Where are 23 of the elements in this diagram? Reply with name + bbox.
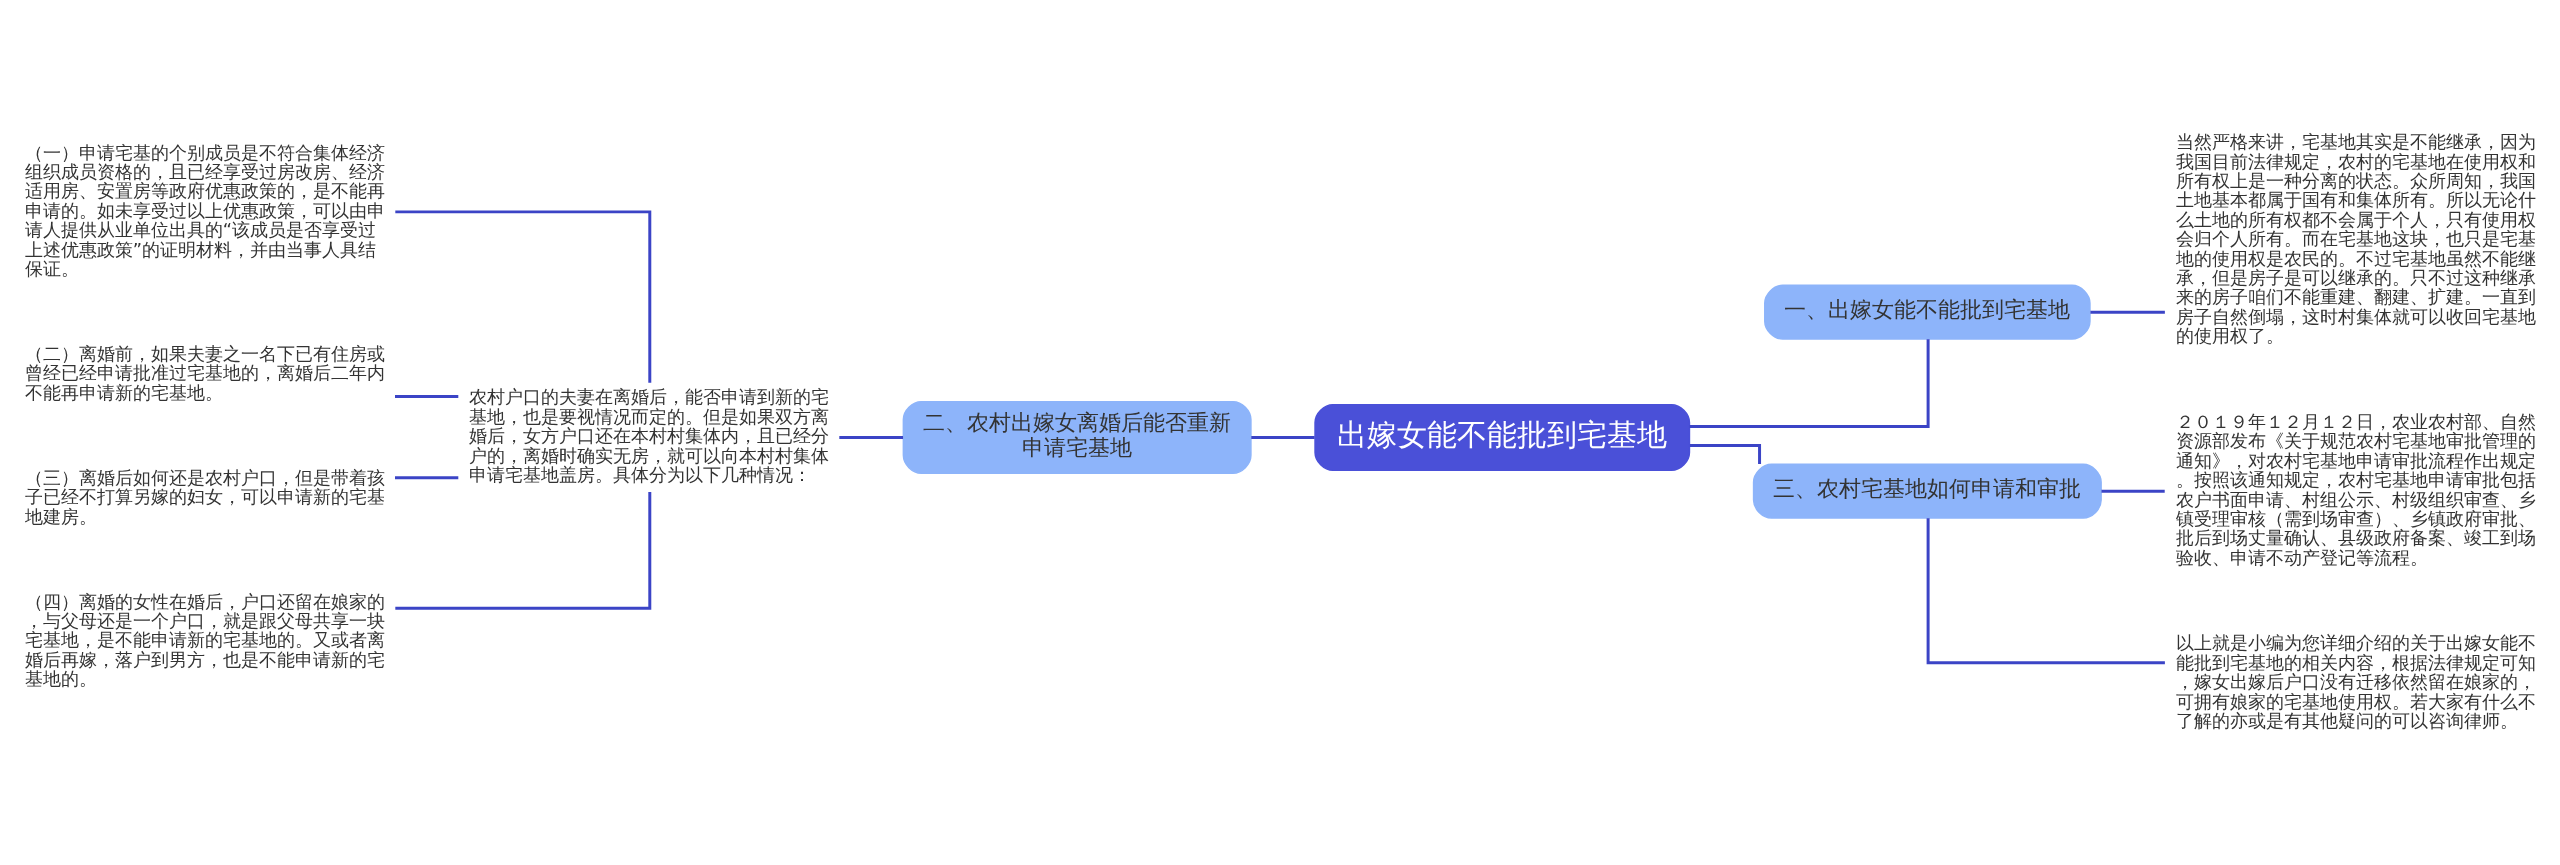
node-text: 当然严格来讲，宅基地其实是不能继承，因为我国目前法律规定，农村的宅基地在使用权和所有权上是一种分离的状态。众所周知，我国土地基本都属于国有和集体所有。所以无论什么土地的所有权都不会属于个人，只有使用权会归个人所有。而在宅基地这块，也只是宅基地的使用权是农民的。不过宅基地虽然不能继承，但是房子是可以继承的。只不过这种继承来的房子咱们不能重建、翻建、扩建。一直到房子自然倒塌，这时村集体就可以收回宅基地的使用权了。 [2175,130,2536,346]
node-text: （三）离婚后如何还是农村户口，但是带着孩子已经不打算另嫁的妇女，可以申请新的宅基地建房。 [24,466,385,527]
node-text: ２０１９年１２月１２日，农业农村部、自然资源部发布《关于规范农村宅基地审批管理的通知》，对农村宅基地申请审批流程作出规定。按照该通知规定，农村宅基地申请审批包括农户书面申请、村组公示、村级组织审查、乡镇受理审核（需到场审查）、乡镇政府审批、批后到场丈量确认、县级政府备案、竣工到场验收、申请不动产登记等流程。 [2175,410,2536,568]
connector [1926,517,2165,664]
connector [395,394,459,398]
connector [2090,310,2165,314]
node-text: （二）离婚前，如果夫妻之一名下已有住房或曾经已经申请批准过宅基地的，离婚后二年内不能再申请新的宅基地。 [24,342,385,403]
connector [395,491,652,610]
connector [395,475,459,479]
connector [2101,489,2165,493]
node-box: 二、农村出嫁女离婚后能否重新申请宅基地 [902,400,1252,474]
connector [1251,435,1315,439]
connector [1689,338,1930,428]
node-box: 一、出嫁女能不能批到宅基地 [1764,284,2091,340]
connector [1689,443,1762,464]
node-text: 以上就是小编为您详细介绍的关于出嫁女能不能批到宅基地的相关内容，根据法律规定可知，嫁女出嫁后户口没有迁移依然留在娘家的，可拥有娘家的宅基地使用权。若大家有什么不了解的亦或是有其他疑问的可以咨询律师。 [2175,631,2536,731]
node-text: （一）申请宅基的个别成员是不符合集体经济组织成员资格的，且已经享受过房改房、经济适用房、安置房等政府优惠政策的，是不能再申请的。如未享受过以上优惠政策，可以由申请人提供从业单位出具的“该成员是否享受过上述优惠政策”的证明材料，并由当事人具结保证。 [24,141,385,279]
node-box: 三、农村宅基地如何申请和审批 [1752,463,2102,519]
node-text: 农村户口的夫妻在离婚后，能否申请到新的宅基地，也是要视情况而定的。但是如果双方离婚后，女方户口还在本村村集体内，且已经分户的，离婚时确实无房，就可以向本村村集体申请宅基地盖房。具体分为以下几种情况： [469,385,830,485]
connector [395,209,652,383]
node-text: （四）离婚的女性在婚后，户口还留在娘家的，与父母还是一个户口，就是跟父母共享一块宅基地，是不能申请新的宅基地的。又或者离婚后再嫁，落户到男方，也是不能申请新的宅基地的。 [24,590,385,689]
node-box: 出嫁女能不能批到宅基地 [1314,403,1691,471]
connector [839,435,904,439]
